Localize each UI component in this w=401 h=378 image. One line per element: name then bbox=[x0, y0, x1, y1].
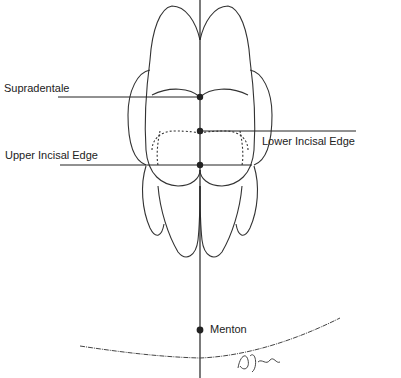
landmark-label: Upper Incisal Edge bbox=[5, 149, 98, 161]
upper-incisor bbox=[200, 6, 255, 186]
landmark-label: Menton bbox=[210, 323, 247, 335]
chin-outline bbox=[80, 318, 340, 358]
lower-incisor-hidden bbox=[157, 131, 160, 165]
leader-line bbox=[60, 165, 252, 166]
lower-incisor-hidden bbox=[200, 131, 248, 150]
lower-lateral-incisor bbox=[236, 166, 257, 235]
upper-incisor bbox=[145, 6, 200, 186]
leader-line bbox=[200, 131, 356, 132]
lower-incisor-hidden bbox=[240, 131, 243, 165]
signature-scribble bbox=[238, 355, 280, 372]
lower-incisor bbox=[158, 186, 200, 257]
lower-incisor-hidden bbox=[152, 131, 200, 150]
upper-lateral-incisor bbox=[250, 70, 272, 165]
lower-lateral-incisor bbox=[143, 166, 164, 235]
landmark-dot bbox=[197, 94, 203, 100]
leader-line bbox=[58, 97, 200, 98]
landmark-points bbox=[197, 94, 204, 334]
landmark-label: Supradentale bbox=[4, 82, 69, 94]
landmark-dot bbox=[197, 327, 204, 334]
landmark-label: Lower Incisal Edge bbox=[262, 135, 355, 147]
midline bbox=[199, 0, 200, 378]
landmark-dot bbox=[197, 128, 203, 134]
lower-incisor bbox=[200, 186, 242, 257]
upper-lateral-incisor bbox=[128, 70, 150, 165]
landmark-dot bbox=[197, 162, 203, 168]
